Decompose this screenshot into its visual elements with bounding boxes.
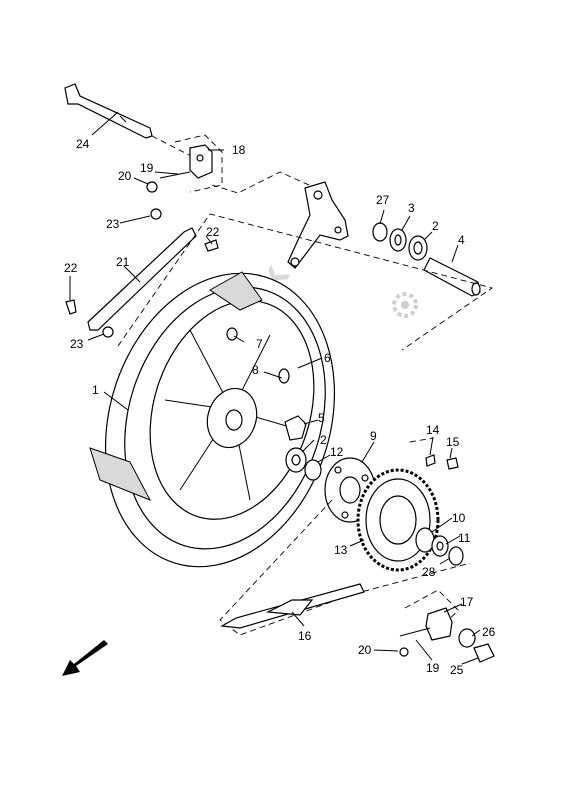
label-24: 24 xyxy=(76,137,90,151)
drive-chain xyxy=(219,499,471,636)
label-10: 10 xyxy=(452,511,466,525)
sprocket-bolt xyxy=(409,437,459,470)
label-20: 20 xyxy=(118,169,132,183)
axle xyxy=(64,83,196,159)
label-23b: 23 xyxy=(70,337,84,351)
label-28: 28 xyxy=(422,565,436,579)
label-11: 11 xyxy=(458,531,471,545)
label-1: 1 xyxy=(92,383,99,397)
sprocket xyxy=(356,468,440,572)
torque-rod xyxy=(65,208,219,338)
right-spacers xyxy=(372,222,481,297)
label-4: 4 xyxy=(458,233,465,247)
label-25: 25 xyxy=(450,663,464,677)
label-21: 21 xyxy=(116,255,130,269)
label-18: 18 xyxy=(232,143,246,157)
leader-lines xyxy=(69,111,481,665)
hub-parts xyxy=(284,415,322,481)
caliper-bracket xyxy=(287,181,349,269)
label-15: 15 xyxy=(446,435,460,449)
label-20b: 20 xyxy=(358,643,372,657)
label-9: 9 xyxy=(370,429,377,443)
label-8: 8 xyxy=(252,363,259,377)
label-7: 7 xyxy=(256,337,263,351)
label-14: 14 xyxy=(426,423,440,437)
label-27: 27 xyxy=(376,193,390,207)
label-2: 2 xyxy=(432,219,439,233)
label-3: 3 xyxy=(408,201,415,215)
label-5: 5 xyxy=(318,411,325,425)
label-6: 6 xyxy=(324,351,331,365)
label-12: 12 xyxy=(330,445,344,459)
label-2b: 2 xyxy=(320,433,327,447)
front-direction-arrow xyxy=(62,640,108,676)
label-13: 13 xyxy=(334,543,348,557)
label-16: 16 xyxy=(298,629,312,643)
left-spacers xyxy=(415,527,464,566)
rear-wheel xyxy=(89,271,336,568)
label-22: 22 xyxy=(206,225,220,239)
label-19: 19 xyxy=(140,161,154,175)
label-22b: 22 xyxy=(64,261,78,275)
label-19b: 19 xyxy=(426,661,440,675)
label-17: 17 xyxy=(460,595,474,609)
part-labels: 1 2 2 3 4 5 6 7 8 9 10 11 12 13 14 15 16… xyxy=(64,137,496,677)
label-26: 26 xyxy=(482,625,496,639)
label-23: 23 xyxy=(106,217,120,231)
chain-puller-lower xyxy=(399,589,495,663)
gear-logo-icon xyxy=(392,292,418,318)
chain-puller-upper xyxy=(146,134,223,193)
